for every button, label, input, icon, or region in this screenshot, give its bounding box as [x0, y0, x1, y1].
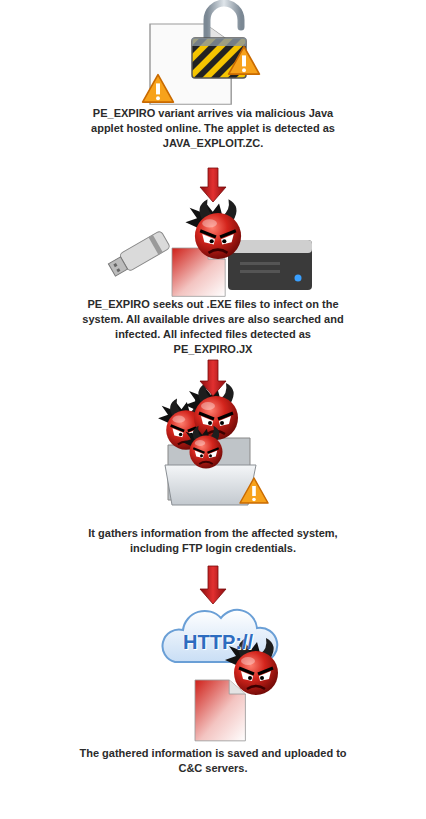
stage-one-art: [143, 75, 174, 103]
stage-four-art: [195, 680, 245, 741]
flow-arrow: [200, 360, 226, 396]
flow-arrow: [200, 566, 226, 604]
stage-one-art: [207, 3, 241, 42]
stage-node: PE_EXPIRO seeks out .EXE files to infect…: [53, 202, 373, 360]
stage-three-art: [240, 478, 268, 503]
stage-two-art: [185, 199, 241, 259]
stage-two-art: [108, 257, 127, 276]
stage-caption: PE_EXPIRO seeks out .EXE files to infect…: [79, 297, 347, 357]
stage-three-art: [183, 426, 223, 469]
flow-arrow: [200, 566, 226, 604]
stage-caption: It gathers information from the affected…: [79, 526, 347, 556]
protocol-label: HTTP://: [170, 630, 266, 654]
stage-one-art: [143, 3, 260, 104]
stage-two-art: [107, 230, 171, 278]
stage-node: PE_EXPIRO variant arrives via malicious …: [53, 0, 373, 168]
stage-three-art: [158, 383, 268, 505]
stage-two-art: [113, 263, 117, 267]
stage-four-art: [163, 610, 278, 741]
stage-node: The gathered information is saved and up…: [53, 604, 373, 779]
stage-two-art: [107, 199, 312, 296]
stage-caption: PE_EXPIRO variant arrives via malicious …: [79, 106, 347, 151]
stage-one-art: [192, 38, 246, 46]
stage-two-art: [148, 235, 162, 255]
stage-two-art: [119, 230, 171, 271]
flow-arrow: [200, 168, 226, 202]
stage-caption: The gathered information is saved and up…: [79, 746, 347, 776]
stage-node: It gathers information from the affected…: [53, 396, 373, 566]
stage-two-art: [240, 270, 280, 273]
flow-arrow: [200, 168, 226, 202]
stage-two-art: [228, 240, 312, 290]
flow-arrow: [200, 360, 226, 396]
stage-two-art: [228, 240, 312, 253]
stage-two-art: [116, 268, 120, 272]
stage-two-art: [240, 262, 280, 265]
stage-two-art: [295, 275, 302, 282]
stage-one-art: [229, 47, 260, 75]
